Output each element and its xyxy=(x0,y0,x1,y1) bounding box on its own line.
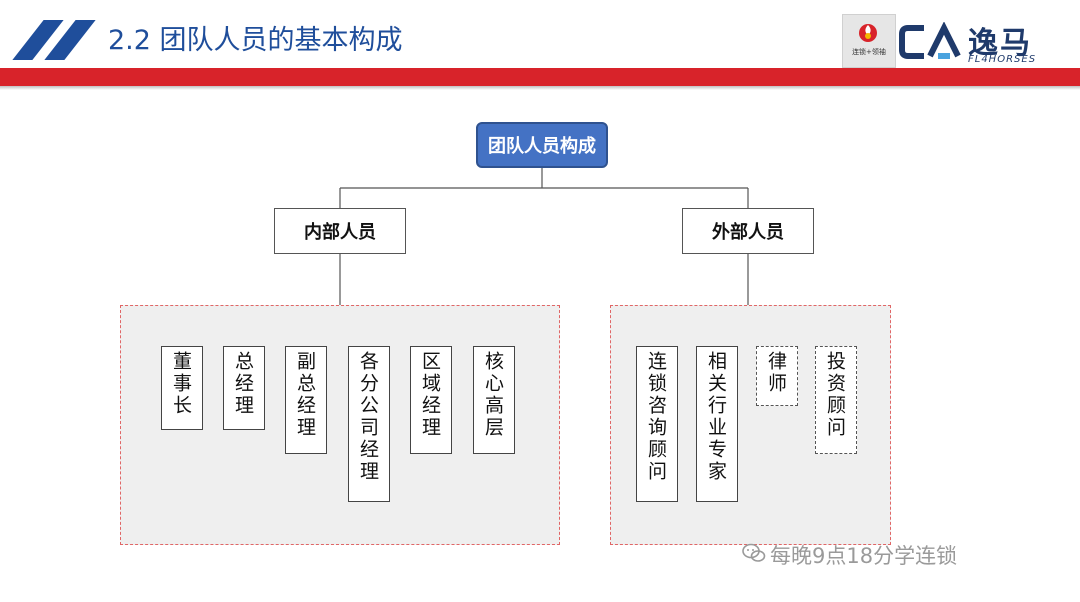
slide-title: 2.2 团队人员的基本构成 xyxy=(108,25,403,56)
member-node: 董事长 xyxy=(161,346,203,430)
member-node: 相关行业专家 xyxy=(696,346,738,502)
member-node: 投资顾问 xyxy=(815,346,857,454)
member-node: 总经理 xyxy=(223,346,265,430)
header-band-shadow xyxy=(0,86,1080,90)
brand-name-en: FL4HORSES xyxy=(968,54,1037,65)
member-node: 各分公司经理 xyxy=(348,346,390,502)
header-red-band xyxy=(0,68,1080,86)
external-category-node: 外部人员 xyxy=(682,208,814,254)
flame-icon xyxy=(859,24,877,42)
internal-category-node: 内部人员 xyxy=(274,208,406,254)
watermark-text: 每晚9点18分学连锁 xyxy=(770,544,958,568)
member-node: 律师 xyxy=(756,346,798,406)
wechat-icon xyxy=(742,543,766,562)
member-node: 核心高层 xyxy=(473,346,515,454)
root-node: 团队人员构成 xyxy=(476,122,608,168)
brand-logo: 逸马 FL4HORSES xyxy=(898,18,1048,66)
partner-logo: 连锁+领袖 xyxy=(842,14,896,68)
member-node: 连锁咨询顾问 xyxy=(636,346,678,502)
slide-header: 2.2 团队人员的基本构成 连锁+领袖 逸马 FL4HORSES xyxy=(0,0,1080,70)
partner-logo-caption: 连锁+领袖 xyxy=(852,48,886,56)
member-node: 副总经理 xyxy=(285,346,327,454)
member-node: 区域经理 xyxy=(410,346,452,454)
brand-name-cn: 逸马 xyxy=(968,26,1032,61)
watermark: 每晚9点18分学连锁 xyxy=(742,540,958,570)
brand-mark-icon xyxy=(899,22,961,59)
